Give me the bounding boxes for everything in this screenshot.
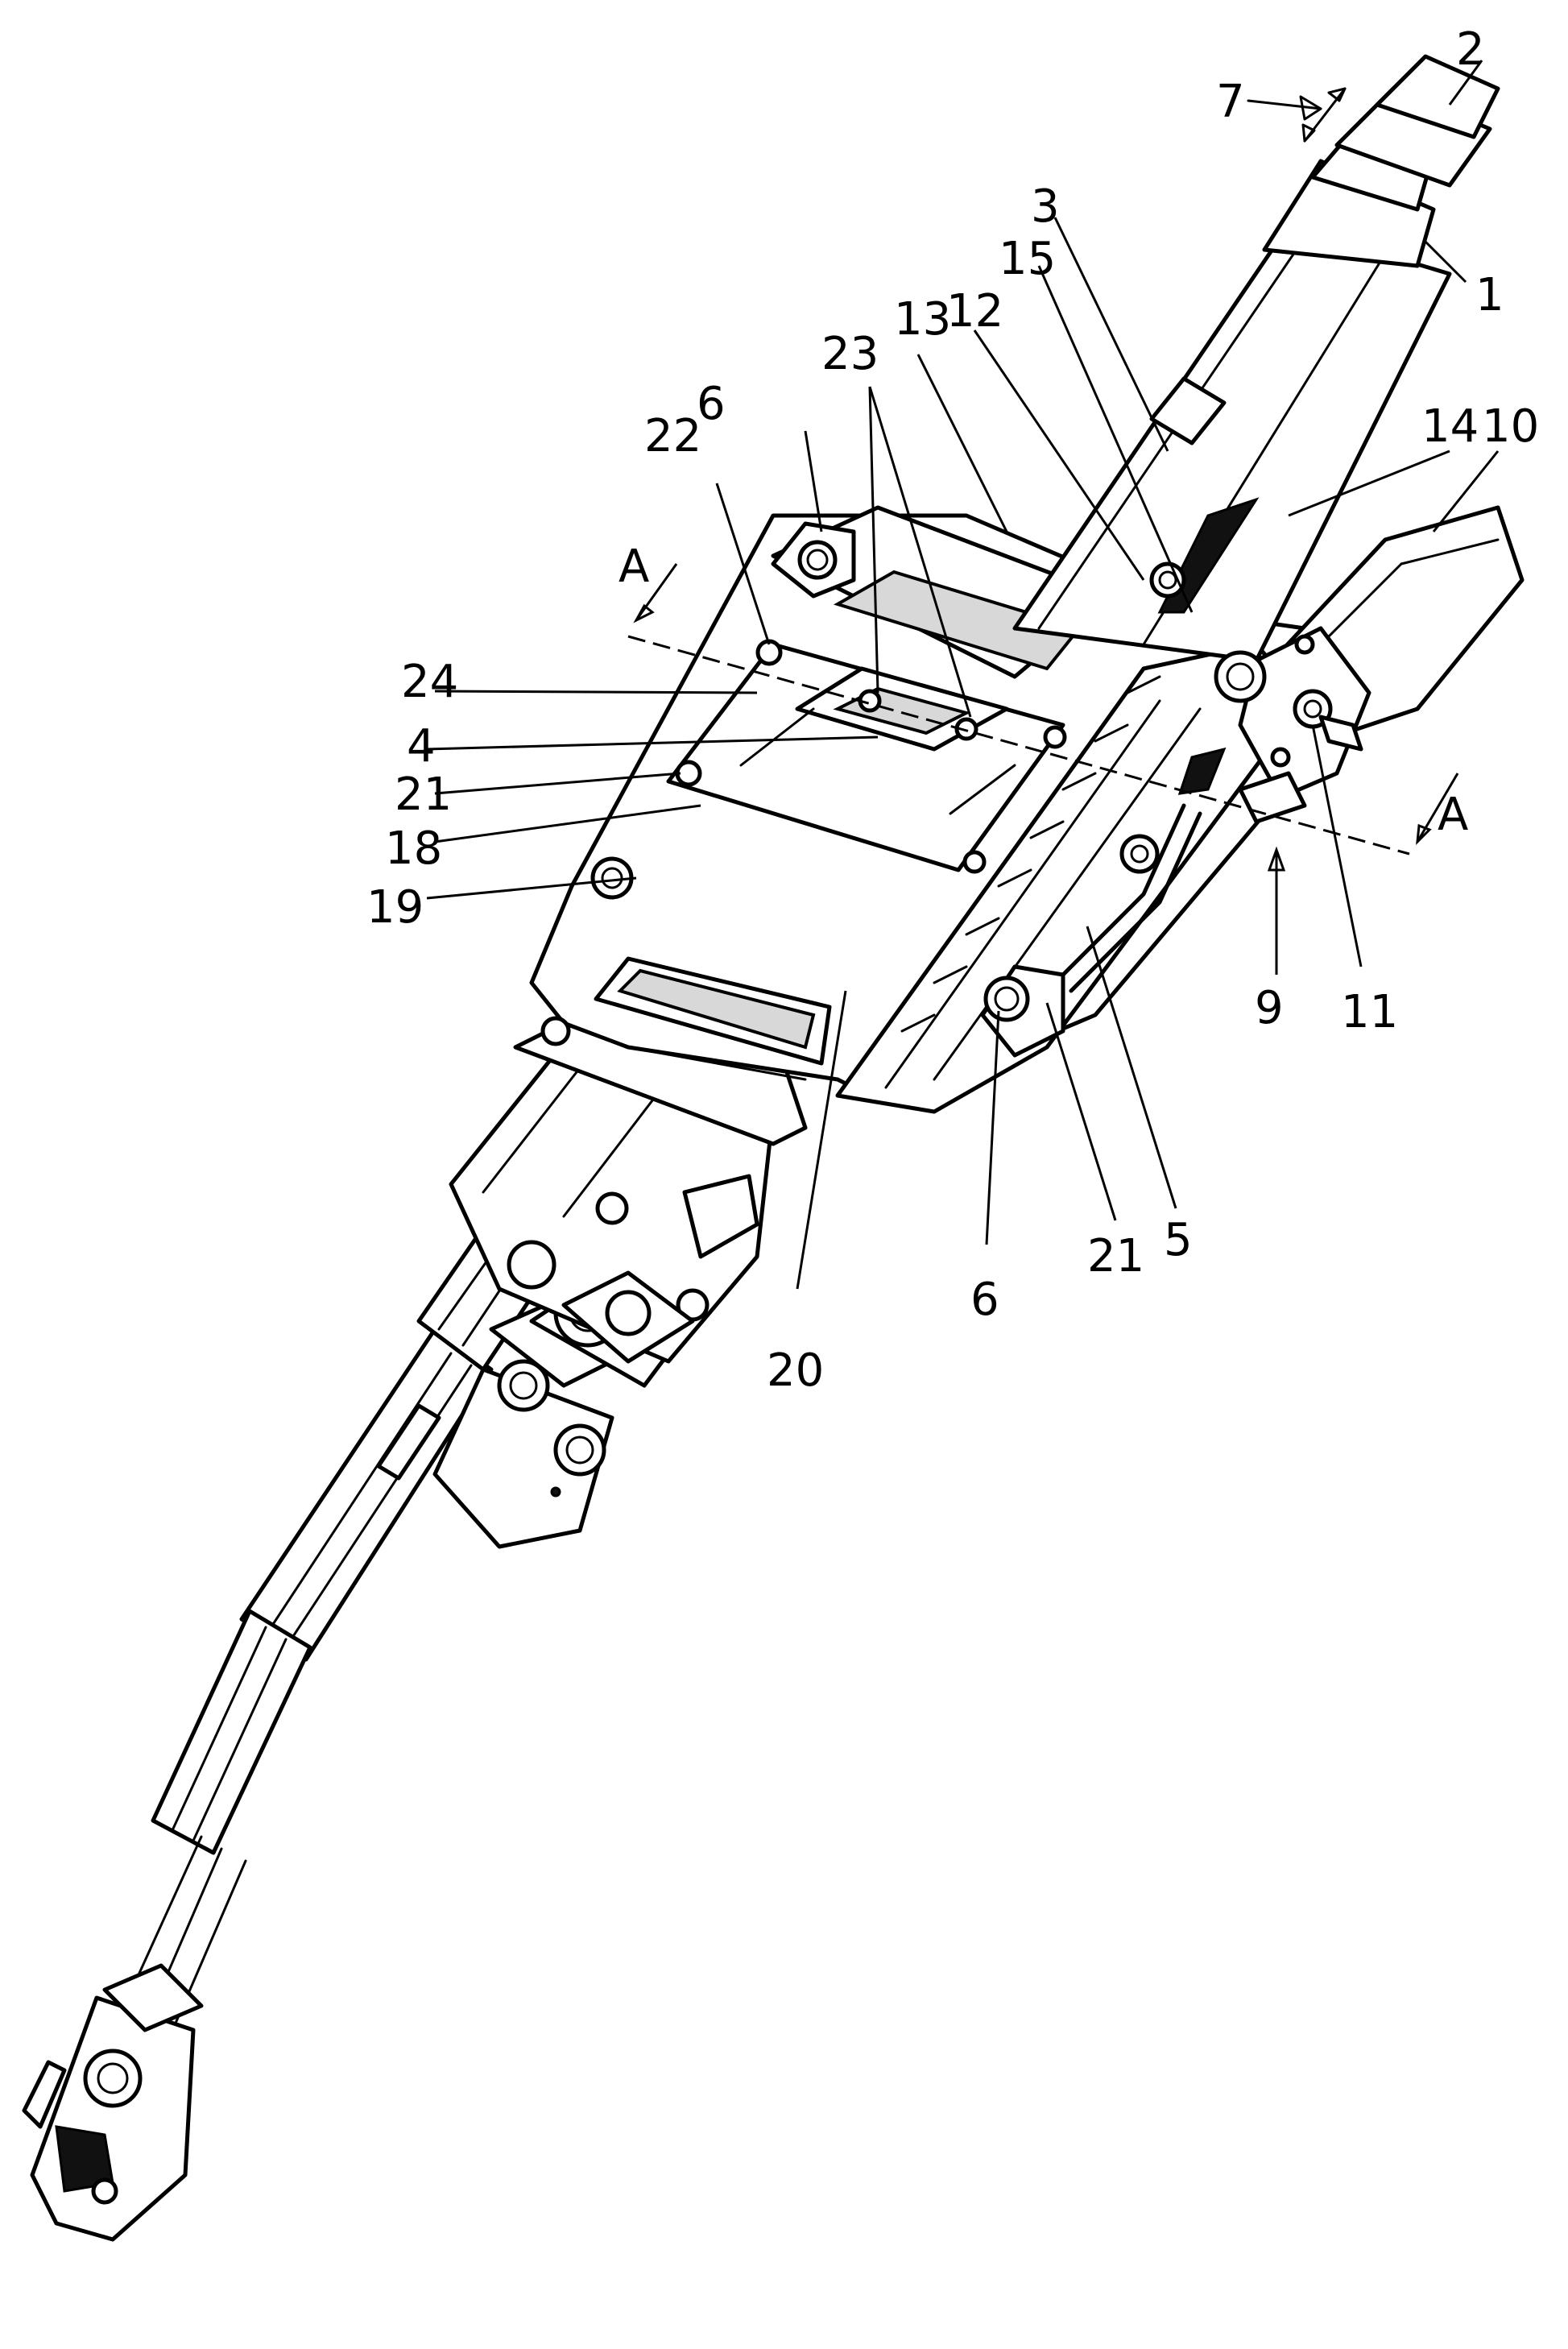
label-6-lower: 6 xyxy=(970,1274,999,1326)
label-19: 19 xyxy=(366,881,424,934)
label-21-right: 21 xyxy=(1087,1230,1144,1282)
label-20: 20 xyxy=(767,1344,824,1397)
label-9: 9 xyxy=(1255,982,1284,1034)
label-2: 2 xyxy=(1456,23,1485,76)
label-3: 3 xyxy=(1031,180,1060,233)
label-1: 1 xyxy=(1475,269,1504,321)
label-11: 11 xyxy=(1341,986,1398,1038)
label-13: 13 xyxy=(894,293,951,346)
arrow-9 xyxy=(1269,850,1284,975)
label-4: 4 xyxy=(407,720,436,773)
label-7: 7 xyxy=(1216,76,1245,128)
label-15: 15 xyxy=(999,233,1056,285)
label-12: 12 xyxy=(946,285,1003,338)
label-A-right: A xyxy=(1438,789,1468,841)
label-22: 22 xyxy=(644,410,701,462)
lower-universal-joint xyxy=(24,1966,201,2239)
label-14: 14 xyxy=(1421,400,1479,453)
label-A-left: A xyxy=(619,541,649,593)
label-10: 10 xyxy=(1482,400,1539,453)
label-24: 24 xyxy=(401,656,458,708)
label-18: 18 xyxy=(385,822,442,875)
label-5: 5 xyxy=(1164,1214,1193,1266)
adjustment-direction-arrow xyxy=(1248,89,1345,141)
label-23: 23 xyxy=(821,328,879,380)
label-21-left: 21 xyxy=(395,768,452,821)
